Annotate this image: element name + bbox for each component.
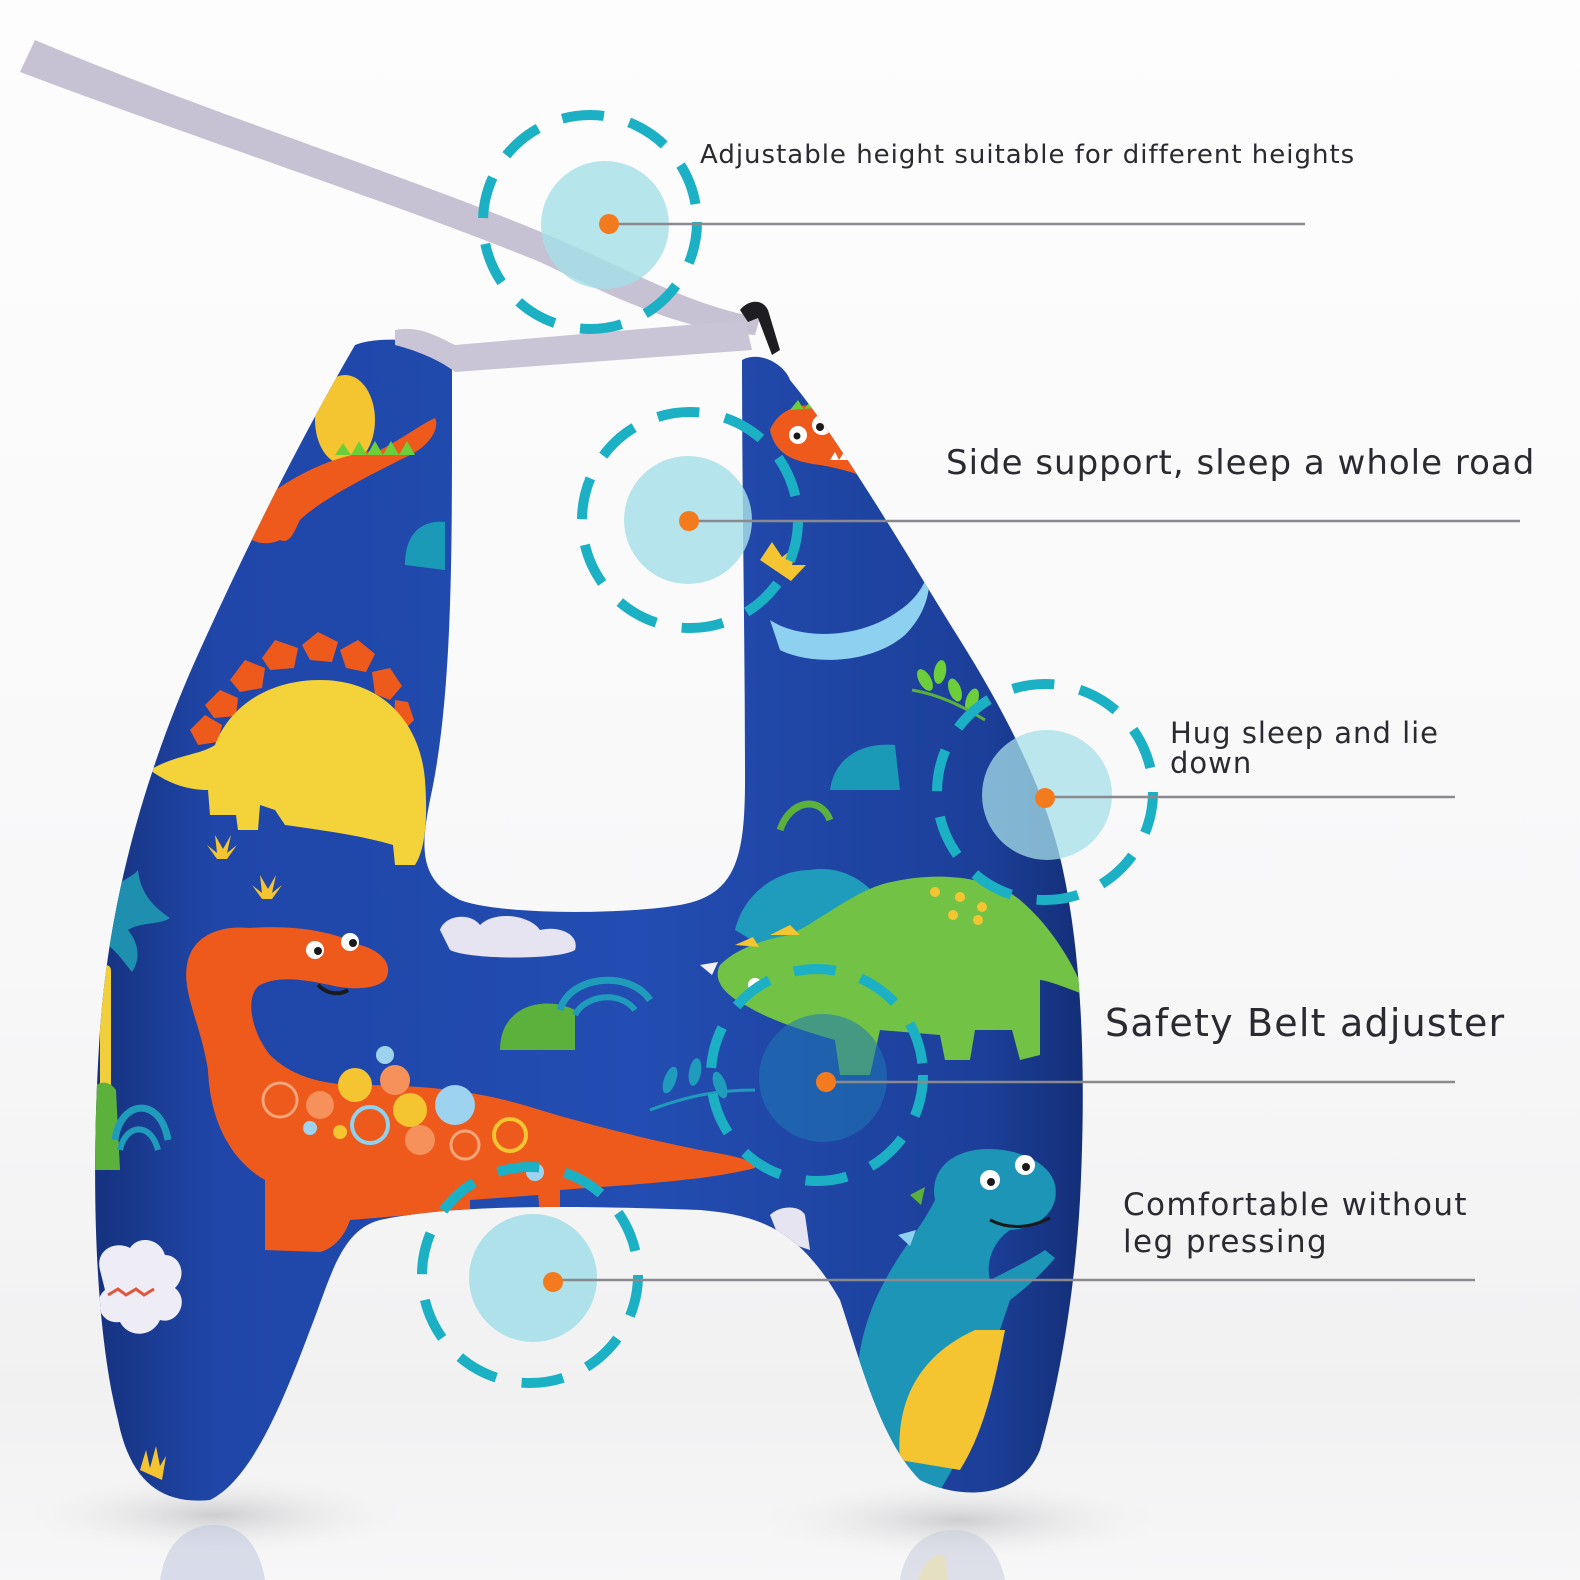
callout-comfortable xyxy=(417,1162,1475,1388)
yellow-stegosaurus xyxy=(150,632,427,865)
marker-dot-icon xyxy=(1035,788,1055,808)
callout-safety-belt xyxy=(706,964,1455,1186)
leaf-sprig xyxy=(911,660,986,722)
dashed-ring-icon xyxy=(932,679,1158,905)
callout-text-line-2: down xyxy=(1170,746,1253,780)
dashed-ring-icon xyxy=(417,1162,643,1388)
callout-adjustable-height xyxy=(478,110,1305,334)
marker-dot-icon xyxy=(816,1072,836,1092)
dashed-ring-icon xyxy=(706,964,928,1186)
callout-label-safety-belt: Safety Belt adjuster xyxy=(1105,1001,1506,1045)
marker-dot-icon xyxy=(543,1272,563,1292)
highlight-disc xyxy=(469,1214,597,1342)
callout-text: Safety Belt adjuster xyxy=(1105,1001,1506,1045)
marker-dot-icon xyxy=(679,511,699,531)
callout-label-side-support: Side support, sleep a whole road xyxy=(946,443,1536,483)
callout-label-comfortable: Comfortable without leg pressing xyxy=(1123,1187,1468,1261)
buckle-clip xyxy=(740,301,780,355)
floor-shadow xyxy=(25,1475,1160,1580)
dashed-ring-icon xyxy=(478,110,702,334)
callout-label-adjustable-height: Adjustable height suitable for different… xyxy=(700,140,1356,170)
blue-leaf-sprig xyxy=(649,1058,756,1112)
callout-text-line-1: Hug sleep and lie xyxy=(1170,716,1440,750)
marker-dot-icon xyxy=(599,214,619,234)
strap-lower xyxy=(395,320,752,372)
callout-text: Adjustable height suitable for different… xyxy=(700,140,1356,170)
orange-dino-top-left xyxy=(240,375,437,544)
orange-brachiosaurus xyxy=(186,927,755,1252)
callout-side-support xyxy=(577,407,1520,633)
cloud-left xyxy=(98,1239,182,1334)
callout-label-hug-sleep: Hug sleep and lie down xyxy=(1170,718,1439,778)
callout-text-line-1: Comfortable without xyxy=(1123,1187,1468,1223)
callout-text-line-2: leg pressing xyxy=(1123,1224,1329,1260)
footprints-left xyxy=(207,835,282,899)
callout-text: Side support, sleep a whole road xyxy=(946,443,1536,483)
blue-trex xyxy=(855,1149,1056,1490)
callout-hug-sleep xyxy=(932,679,1455,905)
